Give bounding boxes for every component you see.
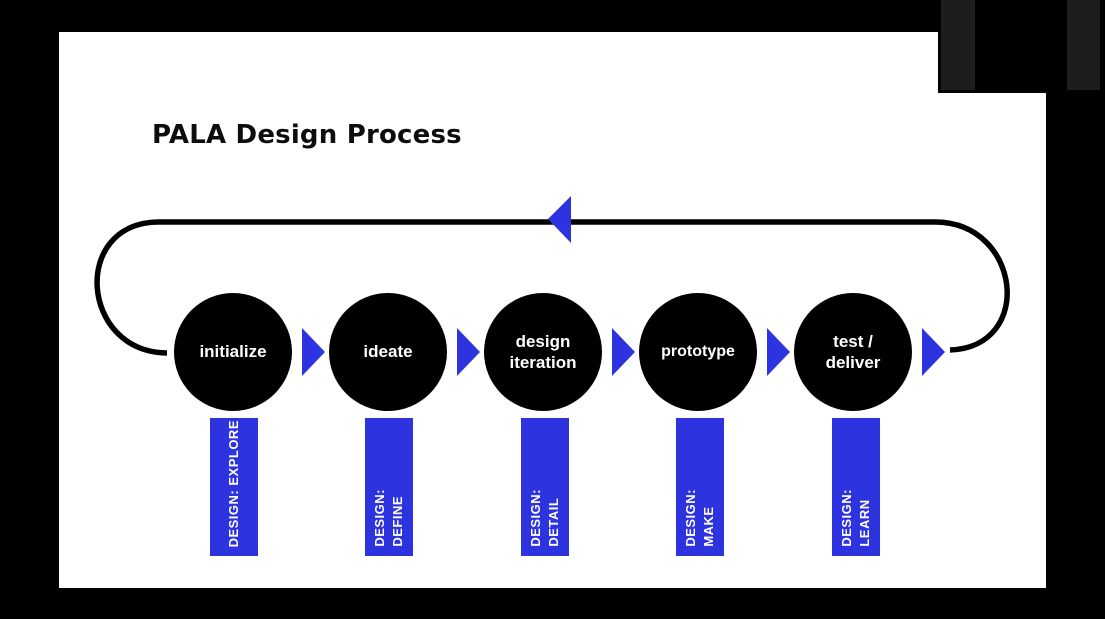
phase-bar-make: DESIGN: MAKE	[676, 418, 724, 556]
phase-bar-detail: DESIGN: DETAIL	[521, 418, 569, 556]
flow-arrow-icon	[767, 328, 790, 376]
phase-bar-explore: DESIGN: EXPLORE	[210, 418, 258, 556]
flow-arrow-icon	[612, 328, 635, 376]
flow-arrow-icon	[302, 328, 325, 376]
phase-bar-label: DESIGN: LEARN	[838, 489, 872, 547]
step-label: ideate	[363, 342, 413, 362]
flow-arrow-icon	[457, 328, 480, 376]
step-label: initialize	[199, 342, 267, 362]
phase-bar-label: DESIGN: DETAIL	[527, 489, 561, 547]
phase-bar-label: DESIGN: MAKE	[682, 489, 716, 547]
video-overlay-strip	[1067, 0, 1100, 90]
video-overlay	[938, 0, 1105, 93]
step-circle-test-deliver: test / deliver	[794, 293, 912, 411]
slide-title: PALA Design Process	[152, 120, 462, 150]
step-circle-prototype: prototype	[639, 293, 757, 411]
step-label: design iteration	[509, 331, 577, 372]
step-label: test / deliver	[825, 331, 881, 372]
step-circle-design-iteration: design iteration	[484, 293, 602, 411]
video-overlay-strip	[941, 0, 975, 90]
flow-arrow-icon	[922, 328, 945, 376]
phase-bar-define: DESIGN: DEFINE	[365, 418, 413, 556]
phase-bar-label: DESIGN: EXPLORE	[225, 419, 241, 547]
step-label: prototype	[661, 343, 735, 360]
phase-bar-learn: DESIGN: LEARN	[832, 418, 880, 556]
step-circle-initialize: initialize	[174, 293, 292, 411]
phase-bar-label: DESIGN: DEFINE	[371, 489, 405, 547]
step-circle-ideate: ideate	[329, 293, 447, 411]
